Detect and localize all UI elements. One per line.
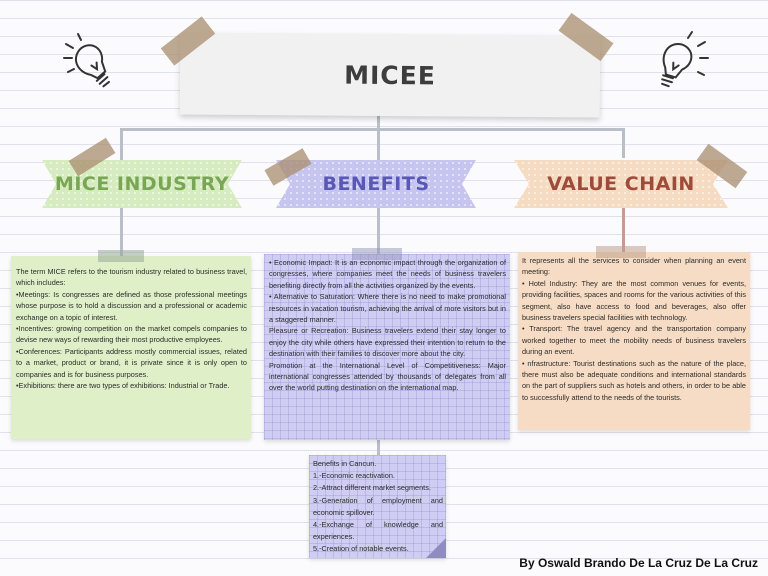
author-credit: By Oswald Brando De La Cruz De La Cruz: [519, 556, 758, 570]
note-benefits-cancun: Benefits in Cancun. 1.-Economic reactiva…: [309, 455, 446, 558]
connector-mid-note: [377, 206, 380, 258]
mice-paragraph: •Exhibitions: there are two types of exh…: [16, 381, 230, 391]
value-chain-paragraph: • Hotel Industry: They are the most comm…: [522, 278, 746, 323]
lightbulb-icon-left: [63, 33, 110, 88]
benefits-paragraph: Pleasure or Recreation: Business travele…: [269, 326, 506, 359]
page-title: MICEE: [344, 60, 436, 90]
connector-mid-down: [377, 128, 380, 160]
cancun-item: 2.-Attract different market segments.: [313, 483, 431, 493]
connector-right-note: [622, 206, 625, 252]
note-mice-industry: The term MICE refers to the tourism indu…: [11, 256, 251, 439]
page-curl: [426, 538, 446, 558]
mice-paragraph: •Meetings: Is congresses are defined as …: [16, 289, 247, 322]
connector-left-note: [120, 206, 123, 258]
ribbon-mice-industry: MICE INDUSTRY: [42, 160, 242, 208]
cancun-item: 4.-Exchange of knowledge and experiences…: [313, 520, 443, 542]
cancun-item: 3.-Generation of employment and economic…: [313, 495, 443, 517]
mice-paragraph: The term MICE refers to the tourism indu…: [16, 267, 247, 288]
tape: [596, 246, 646, 258]
title-card: MICEE: [179, 32, 601, 118]
value-chain-paragraph: • Transport: The travel agency and the t…: [522, 324, 746, 357]
cancun-item: 1.-Economic reactivation.: [313, 471, 395, 481]
note-benefits: • Economic Impact: It is an economic imp…: [264, 254, 510, 440]
connector-title-down: [377, 112, 380, 130]
cancun-item: Benefits in Cancun.: [313, 459, 377, 468]
mice-paragraph: •Incentives: growing competition on the …: [16, 324, 247, 345]
value-chain-paragraph: • nfrastructure: Tourist destinations su…: [522, 358, 746, 402]
connector-horizontal: [120, 128, 625, 131]
heading-benefits: BENEFITS: [322, 173, 430, 195]
mice-paragraph: •Conferences: Participants address mostl…: [16, 346, 247, 379]
heading-mice-industry: MICE INDUSTRY: [54, 173, 230, 195]
tape: [352, 248, 402, 260]
benefits-paragraph: • Economic Impact: It is an economic imp…: [269, 258, 506, 290]
connector-right-down: [622, 128, 625, 158]
note-value-chain: It represents all the services to consid…: [518, 252, 750, 430]
connector-cancun: [377, 436, 380, 456]
ribbon-value-chain: VALUE CHAIN: [514, 160, 728, 208]
benefits-paragraph: • Alternative to Saturation: Where there…: [269, 292, 506, 325]
cancun-item: 5.-Creation of notable events.: [313, 544, 409, 554]
ribbon-benefits: BENEFITS: [276, 160, 476, 208]
lightbulb-icon-right: [661, 31, 709, 88]
benefits-paragraph: Promotion at the International Level of …: [269, 360, 506, 393]
connector-left-down: [120, 128, 123, 160]
value-chain-paragraph: It represents all the services to consid…: [522, 256, 746, 277]
heading-value-chain: VALUE CHAIN: [547, 173, 695, 195]
tape: [98, 250, 144, 262]
